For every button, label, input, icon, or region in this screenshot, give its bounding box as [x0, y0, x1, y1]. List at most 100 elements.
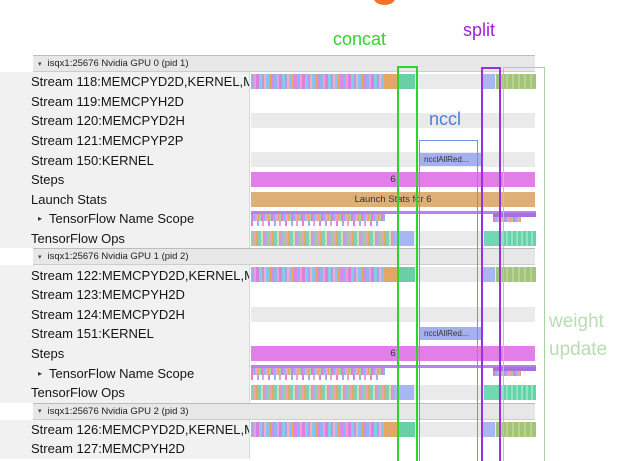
row-label-text: Stream 124:MEMCPYD2H [31, 306, 185, 322]
row-band [251, 93, 535, 109]
split-annotation-label: split [463, 20, 496, 40]
trace-row: Stream 123:MEMCPYH2D [0, 284, 622, 305]
weight-update-bars [496, 421, 536, 437]
row-track[interactable] [249, 304, 535, 325]
row-label-nccl[interactable]: Stream 151:KERNEL [0, 324, 249, 344]
trace-row: Steps 6 [0, 169, 622, 190]
nccl-allreduce-bar[interactable]: ncclAllRed... [419, 153, 481, 167]
memcpy-orange-segment [385, 267, 398, 283]
row-label-text: TensorFlow Name Scope [49, 211, 195, 227]
row-track[interactable]: 6 [249, 343, 535, 364]
nccl-allreduce-bar[interactable]: ncclAllRed... [419, 327, 481, 341]
row-track[interactable] [249, 439, 535, 459]
row-track[interactable] [249, 228, 536, 249]
row-track[interactable] [249, 363, 536, 383]
row-track[interactable] [249, 382, 536, 403]
memcpy-orange-segment [385, 74, 398, 89]
row-track[interactable] [249, 111, 535, 131]
row-track[interactable] [249, 130, 535, 151]
row-label-ops[interactable]: TensorFlow Ops [0, 228, 249, 249]
row-label-empty[interactable]: Stream 121:MEMCPYP2P [0, 130, 249, 151]
row-track[interactable] [249, 72, 536, 92]
trace-row: ▸TensorFlow Name Scope [0, 363, 622, 383]
trace-row: TensorFlow Ops [0, 228, 622, 249]
trace-row: Stream 127:MEMCPYH2D [0, 439, 622, 459]
weight-update-bars [496, 267, 536, 283]
tf-ops-blue-segment [396, 230, 414, 246]
launch-stats-bar[interactable]: Launch Stats for 6 [251, 191, 535, 207]
trace-row: Stream 120:MEMCPYD2H [0, 111, 622, 131]
steps-bar[interactable]: 6 [251, 345, 535, 361]
row-track[interactable] [249, 265, 536, 285]
collapse-triangle-icon[interactable]: ▾ [38, 408, 42, 415]
trace-row: Steps 6 [0, 343, 622, 364]
weight-update-annotation-label: weight update [549, 308, 607, 364]
tf-ops-teal-solid [484, 384, 498, 400]
row-track[interactable] [249, 209, 536, 229]
expand-triangle-icon[interactable]: ▸ [38, 368, 43, 378]
row-label-text: TensorFlow Ops [31, 385, 125, 401]
concat-teal-segment [398, 74, 415, 89]
tf-ops-teal-solid [484, 230, 498, 246]
row-label-main[interactable]: Stream 126:MEMCPYD2D,KERNEL,MI [0, 419, 249, 440]
collapse-triangle-icon[interactable]: ▾ [38, 253, 42, 261]
row-track[interactable]: ncclAllRed... [249, 324, 535, 344]
row-label-empty[interactable]: Stream 123:MEMCPYH2D [0, 284, 249, 305]
steps-bar[interactable]: 6 [251, 171, 535, 187]
gpu-section-title: isqx1:25676 Nvidia GPU 2 (pid 3) [47, 405, 189, 417]
row-label-empty[interactable]: Stream 120:MEMCPYD2H [0, 111, 249, 131]
row-track[interactable] [249, 419, 536, 440]
row-track[interactable]: 6 [249, 169, 535, 190]
row-label-text: Stream 126:MEMCPYD2D,KERNEL,MI [31, 421, 249, 437]
kernel-activity-bars [251, 74, 385, 89]
name-scope-right-violet [493, 367, 536, 372]
trace-row: Stream 124:MEMCPYD2H [0, 304, 622, 325]
row-track[interactable]: Launch Stats for 6 [249, 189, 535, 210]
row-label-steps[interactable]: Steps [0, 343, 249, 364]
row-band [251, 441, 535, 457]
gpu-section-header[interactable]: ▾isqx1:25676 Nvidia GPU 0 (pid 1) [33, 55, 535, 72]
tf-ops-bars [251, 230, 396, 246]
row-label-main[interactable]: Stream 122:MEMCPYD2D,KERNEL,MI [0, 265, 249, 285]
row-track[interactable]: ncclAllRed... [249, 150, 535, 170]
trace-row: ▸ TensorFlow Name Scope [0, 209, 622, 229]
row-label-steps[interactable]: Steps [0, 169, 249, 190]
name-scope-ragged-bars [251, 375, 381, 381]
expand-triangle-icon[interactable]: ▸ [38, 214, 43, 224]
gpu-section-header[interactable]: ▾isqx1:25676 Nvidia GPU 1 (pid 2) [33, 248, 535, 266]
trace-timeline: ▾isqx1:25676 Nvidia GPU 0 (pid 1)Stream … [0, 55, 622, 459]
row-track[interactable] [249, 91, 535, 112]
trace-row: Stream 121:MEMCPYP2P [0, 130, 622, 151]
row-label-empty[interactable]: Stream 119:MEMCPYH2D [0, 91, 249, 112]
steps-bar-label: 6 [390, 347, 396, 359]
name-scope-ragged-bars [251, 221, 381, 227]
tf-ops-teal-bars [498, 230, 536, 246]
row-label-ops[interactable]: TensorFlow Ops [0, 382, 249, 403]
row-label-nccl[interactable]: Stream 150:KERNEL [0, 150, 249, 170]
row-label-text: TensorFlow Ops [31, 231, 125, 247]
steps-bar-label: 6 [390, 173, 396, 185]
row-label-namescope[interactable]: ▸TensorFlow Name Scope [0, 363, 249, 383]
row-label-main[interactable]: Stream 118:MEMCPYD2D,KERNEL,ME [0, 72, 249, 92]
concat-teal-segment [398, 421, 415, 437]
collapse-triangle-icon[interactable]: ▾ [38, 60, 42, 68]
row-label-text: Stream 121:MEMCPYP2P [31, 133, 184, 149]
row-label-text: Stream 123:MEMCPYH2D [31, 287, 185, 303]
name-scope-right-violet [493, 213, 536, 218]
row-label-namescope[interactable]: ▸ TensorFlow Name Scope [0, 209, 249, 229]
row-label-launch[interactable]: Launch Stats [0, 189, 249, 210]
launch-stats-bar-label: Launch Stats for 6 [354, 193, 432, 205]
name-scope-mini-bars [251, 368, 385, 376]
name-scope-right-speckle [493, 371, 521, 377]
gpu-section-header[interactable]: ▾ isqx1:25676 Nvidia GPU 2 (pid 3) [33, 402, 535, 420]
row-label-text: Stream 120:MEMCPYD2H [31, 113, 185, 129]
name-scope-violet-line [251, 365, 536, 369]
row-label-empty[interactable]: Stream 124:MEMCPYD2H [0, 304, 249, 325]
nccl-annotation-label: nccl [429, 109, 462, 129]
row-track[interactable] [249, 284, 535, 305]
trace-row: TensorFlow Ops [0, 382, 622, 403]
row-label-text: Stream 127:MEMCPYH2D [31, 441, 185, 457]
trace-row: Stream 118:MEMCPYD2D,KERNEL,ME [0, 72, 622, 92]
row-label-empty[interactable]: Stream 127:MEMCPYH2D [0, 439, 249, 459]
